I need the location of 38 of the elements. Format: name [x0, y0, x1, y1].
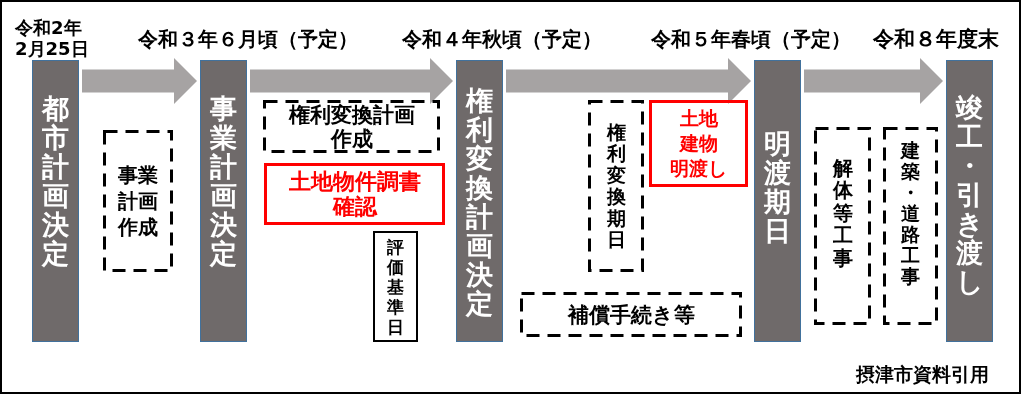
outlined-box [373, 231, 418, 342]
box-label: 権利変換期日 [606, 121, 626, 251]
bar-label: 事業計画決定 [210, 94, 237, 268]
box-label: 土地建物明渡し [670, 106, 727, 181]
highlight-box [649, 100, 748, 187]
box-label: 事業計画作成 [118, 162, 158, 240]
box-label: 建築・道路工事 [901, 140, 920, 287]
date-label: 令和８年度末 [873, 27, 999, 52]
date-label: 令和2年2月25日 [15, 17, 89, 59]
box-label: 解体等工事 [832, 157, 853, 270]
dashed-box [814, 127, 871, 325]
block-arrow [506, 58, 751, 104]
bar-label: 都市計画決定 [42, 94, 69, 268]
milestone-bar [754, 60, 801, 342]
block-arrow [250, 58, 453, 104]
bar-label: 権利変換計画決定 [466, 86, 493, 318]
box-label: 評価基準日 [387, 236, 404, 337]
milestone-bar [946, 60, 993, 342]
bar-label: 明渡期日 [764, 129, 791, 245]
highlight-box [264, 163, 445, 225]
box-label: 補償手続き等 [567, 302, 695, 327]
dashed-box [588, 100, 644, 272]
milestone-bar [32, 60, 79, 342]
box-label: 権利変換計画作成 [288, 102, 415, 151]
date-label: 令和４年秋頃（予定） [402, 27, 602, 51]
dashed-box [263, 100, 440, 153]
date-label: 令和５年春頃（予定） [651, 27, 851, 51]
milestone-bar [456, 60, 503, 342]
dashed-box [520, 292, 742, 337]
source-note: 摂津市資料引用 [856, 363, 989, 386]
date-label: 令和３年６月頃（予定） [138, 27, 358, 51]
block-arrow [82, 58, 197, 104]
bar-label: 竣工・引き渡し [955, 93, 984, 296]
box-label: 土地物件調書確認 [288, 169, 421, 219]
dashed-box [103, 130, 173, 272]
block-arrow [804, 58, 943, 104]
dashed-box [883, 127, 938, 325]
milestone-bar [200, 60, 247, 342]
